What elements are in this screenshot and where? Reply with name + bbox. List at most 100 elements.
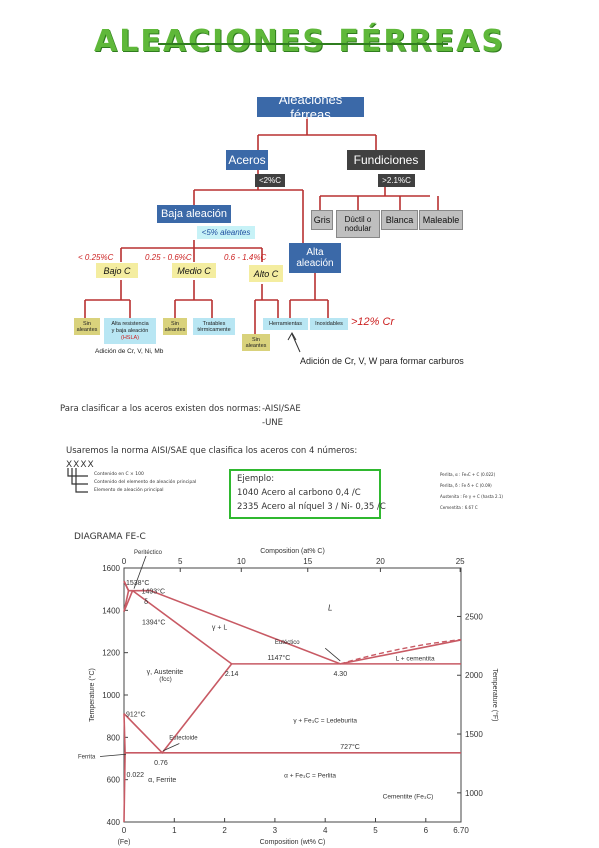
right-tick-label: 2000: [465, 671, 483, 680]
group-medio: Medio C: [172, 263, 216, 278]
arrow-eutectico: [324, 647, 341, 662]
tree-connectors: [84, 116, 439, 353]
y-tick-label: 800: [107, 733, 121, 742]
arrow-ferrita: [99, 753, 127, 757]
tratables-box: Tratables térmicamente: [193, 318, 235, 335]
herramientas-box: Herramientas: [263, 318, 308, 330]
x-tick-label: 2: [222, 826, 227, 835]
phase-boundary-3: [123, 590, 134, 612]
bajo-sin-aleantes: Sin aleantes: [74, 318, 100, 335]
arrow-peritectico: [133, 555, 147, 589]
chart-axes: 0 1 2 3 4 5 6 6.70 (Fe) Composition (wt% C) 400 600…: [88, 548, 499, 846]
label-eutectoide: Eutectoide: [169, 735, 198, 741]
label-cementite: Cementite (Fe₃C): [383, 794, 434, 801]
label-ledeburita: γ + Fe₃C = Ledeburita: [293, 718, 357, 725]
group-bajo: Bajo C: [96, 263, 138, 278]
legend-line-1: Contenido en C × 100: [94, 472, 144, 477]
label-4-30: 4.30: [333, 671, 347, 678]
label-gamma-L: γ + L: [212, 624, 227, 631]
label-L: L: [328, 603, 332, 612]
alta-node: Alta aleación: [289, 243, 341, 273]
range-alto: 0.6 - 1.4%C: [224, 253, 267, 262]
right-tick-label: 1500: [465, 730, 483, 739]
top-tick-label: 0: [122, 557, 127, 566]
usaremos-text: Usaremos la norma AISI/SAE que clasifica…: [66, 446, 358, 456]
label-1493: 1493°C: [142, 588, 165, 596]
label-0-76: 0.76: [154, 760, 168, 767]
label-perlita: α + Fe₃C = Perlita: [284, 773, 336, 780]
range-medio: 0.25 - 0.6%C: [145, 253, 192, 262]
title-strikethrough: [158, 43, 448, 45]
group-alto: Alto C: [249, 265, 283, 282]
norma-aisi: -AISI/SAE: [262, 404, 301, 414]
x-tick-label: 6.70: [453, 826, 469, 835]
phase-boundary-6: [123, 713, 126, 753]
arrow-eutectoide: [163, 743, 180, 752]
side-notes: Perlita, α : Fe₃C + C (0.022) Perlita, δ…: [440, 472, 550, 510]
label-2-14: 2.14: [225, 671, 239, 678]
inox-cr: >12% Cr: [351, 316, 395, 328]
hsla-box: Alta resistencia y baja aleación (HSLA): [104, 318, 156, 344]
medio-sin-aleantes: Sin aleantes: [163, 318, 187, 335]
range-bajo: < 0.25%C: [78, 253, 114, 262]
x-tick-label: 3: [273, 826, 278, 835]
fundiciones-node: Fundiciones: [347, 150, 425, 170]
diagram-title: DIAGRAMA FE-C: [74, 532, 146, 542]
ejemplo-title: Ejemplo:: [237, 474, 275, 484]
alto-sin-aleantes: Sin aleantes: [242, 334, 270, 351]
y-tick-label: 1000: [102, 691, 120, 700]
y-tick-label: 400: [107, 818, 121, 827]
label-eutectico: Eutéctico: [275, 640, 300, 646]
legend-brackets: [67, 468, 88, 493]
fund-gris: Gris: [311, 210, 333, 230]
y-axis-label: Temperature (°C): [88, 668, 96, 722]
legend-line-3: Elemento de aleación principal: [94, 488, 164, 493]
label-l-cementita: L + cementita: [396, 655, 435, 662]
right-tick-label: 2500: [465, 612, 483, 621]
top-tick-label: 10: [237, 557, 246, 566]
hsla-line2: y baja aleación: [111, 327, 149, 334]
x-tick-label: 0: [122, 826, 127, 835]
norma-une: -UNE: [262, 418, 284, 428]
aceros-node: Aceros: [226, 150, 268, 170]
label-peritectico: Peritéctico: [134, 550, 163, 556]
root-node: Aleaciones férreas: [257, 92, 364, 122]
plot-frame: [123, 567, 462, 823]
fund-blanca: Blanca: [381, 210, 418, 230]
ejemplo-box: Ejemplo: 1040 Acero al carbono 0,4 /C 23…: [229, 469, 386, 519]
x-sub-label: (Fe): [118, 839, 131, 846]
label-austenite: γ, Austenite: [147, 669, 184, 676]
y-tick-label: 600: [107, 776, 121, 785]
label-727: 727°C: [340, 743, 360, 751]
y-tick-label: 1400: [102, 606, 120, 615]
top-axis-label: Composition (at% C): [260, 548, 325, 555]
label-0-022: 0.022: [127, 772, 145, 779]
right-axis-label: Temperature (°F): [491, 669, 499, 722]
top-tick-label: 5: [178, 557, 183, 566]
x-tick-label: 4: [323, 826, 328, 835]
label-fcc: (fcc): [159, 676, 172, 683]
x-axis-label: Composition (wt% C): [260, 839, 326, 846]
label-1147: 1147°C: [267, 654, 290, 662]
inoxidables-box: Inoxidables: [310, 318, 348, 330]
carburos-note: Adición de Cr, V, W para formar carburos: [300, 356, 464, 366]
legend-line-2: Contenido del elemento de aleación princ…: [94, 480, 197, 485]
side-note-3: Austenita : Fe γ + C (hasta 2.1): [440, 494, 503, 499]
phase-boundary-10: [340, 639, 462, 665]
y-tick-label: 1600: [102, 564, 120, 573]
baja-limit: <5% aleantes: [197, 226, 255, 239]
label-ferrite: α, Ferrite: [148, 777, 176, 784]
top-tick-label: 15: [303, 557, 312, 566]
fundiciones-limit: >2.1%C: [378, 174, 415, 187]
top-tick-label: 25: [456, 557, 465, 566]
hsla-note: Adición de Cr, V, Ni, Mb: [95, 348, 164, 355]
x-tick-label: 1: [172, 826, 177, 835]
label-ferrita: Ferrita: [78, 755, 96, 761]
x-tick-label: 6: [424, 826, 429, 835]
label-1538: 1538°C: [126, 579, 149, 587]
fund-ductil: Dúctil o nodular: [336, 210, 380, 238]
hsla-tag: (HSLA): [120, 334, 140, 341]
side-note-4: Cementita : 6.67 C: [440, 505, 478, 510]
phase-boundary-8: [123, 752, 126, 823]
